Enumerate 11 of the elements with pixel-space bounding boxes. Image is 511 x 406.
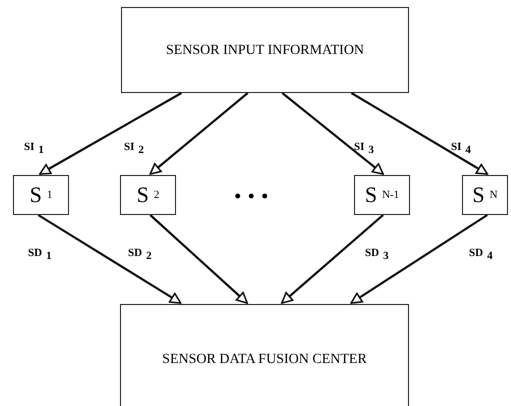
process-box: SENSOR INPUT INFORMATION xyxy=(121,7,409,93)
process-box: SENSOR DATA FUSION CENTER xyxy=(120,304,409,406)
ellipsis-label: ... xyxy=(234,172,274,206)
arrow xyxy=(350,92,488,175)
arrow xyxy=(350,214,488,304)
arrow xyxy=(282,92,384,175)
arrow xyxy=(39,92,182,175)
arrow xyxy=(281,214,384,304)
arrow xyxy=(150,214,248,304)
arrow xyxy=(38,214,182,304)
arrow xyxy=(149,92,248,175)
